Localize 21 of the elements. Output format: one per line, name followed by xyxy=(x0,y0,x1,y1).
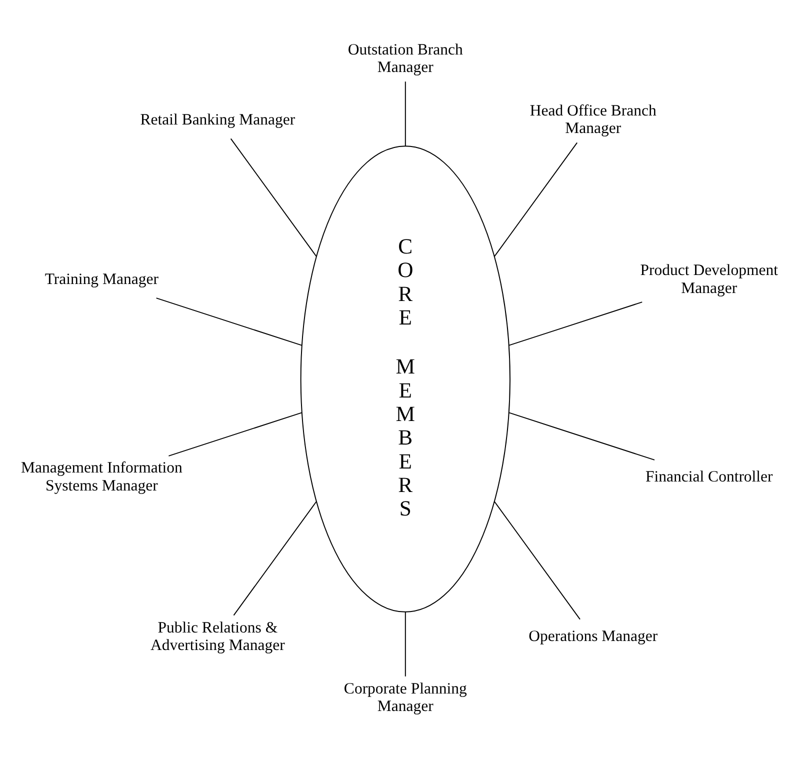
connector xyxy=(404,80,406,146)
node-text: Operations Manager xyxy=(528,628,658,645)
connector xyxy=(233,500,317,616)
connector xyxy=(494,142,578,257)
node-text: Head Office Branch Manager xyxy=(530,102,656,137)
connector xyxy=(168,412,302,456)
connector xyxy=(404,610,406,676)
node-text: Public Relations & Advertising Manager xyxy=(150,618,285,654)
node-text: Retail Banking Manager xyxy=(140,110,296,128)
connector xyxy=(230,138,317,257)
connector xyxy=(156,297,302,346)
node-text: Outstation Branch Manager xyxy=(348,40,463,76)
node-text: Product Development Manager xyxy=(640,262,778,296)
node-text: Financial Controller xyxy=(646,468,773,485)
node-text: Management Information Systems Manager xyxy=(20,459,182,494)
connector xyxy=(508,301,643,346)
connector xyxy=(508,412,655,460)
node-ellipse: CORE MEMBERS xyxy=(300,145,510,612)
connector xyxy=(494,500,580,620)
node-text: Training Manager xyxy=(44,270,158,288)
node-text: Corporate Planning Manager xyxy=(344,680,467,714)
